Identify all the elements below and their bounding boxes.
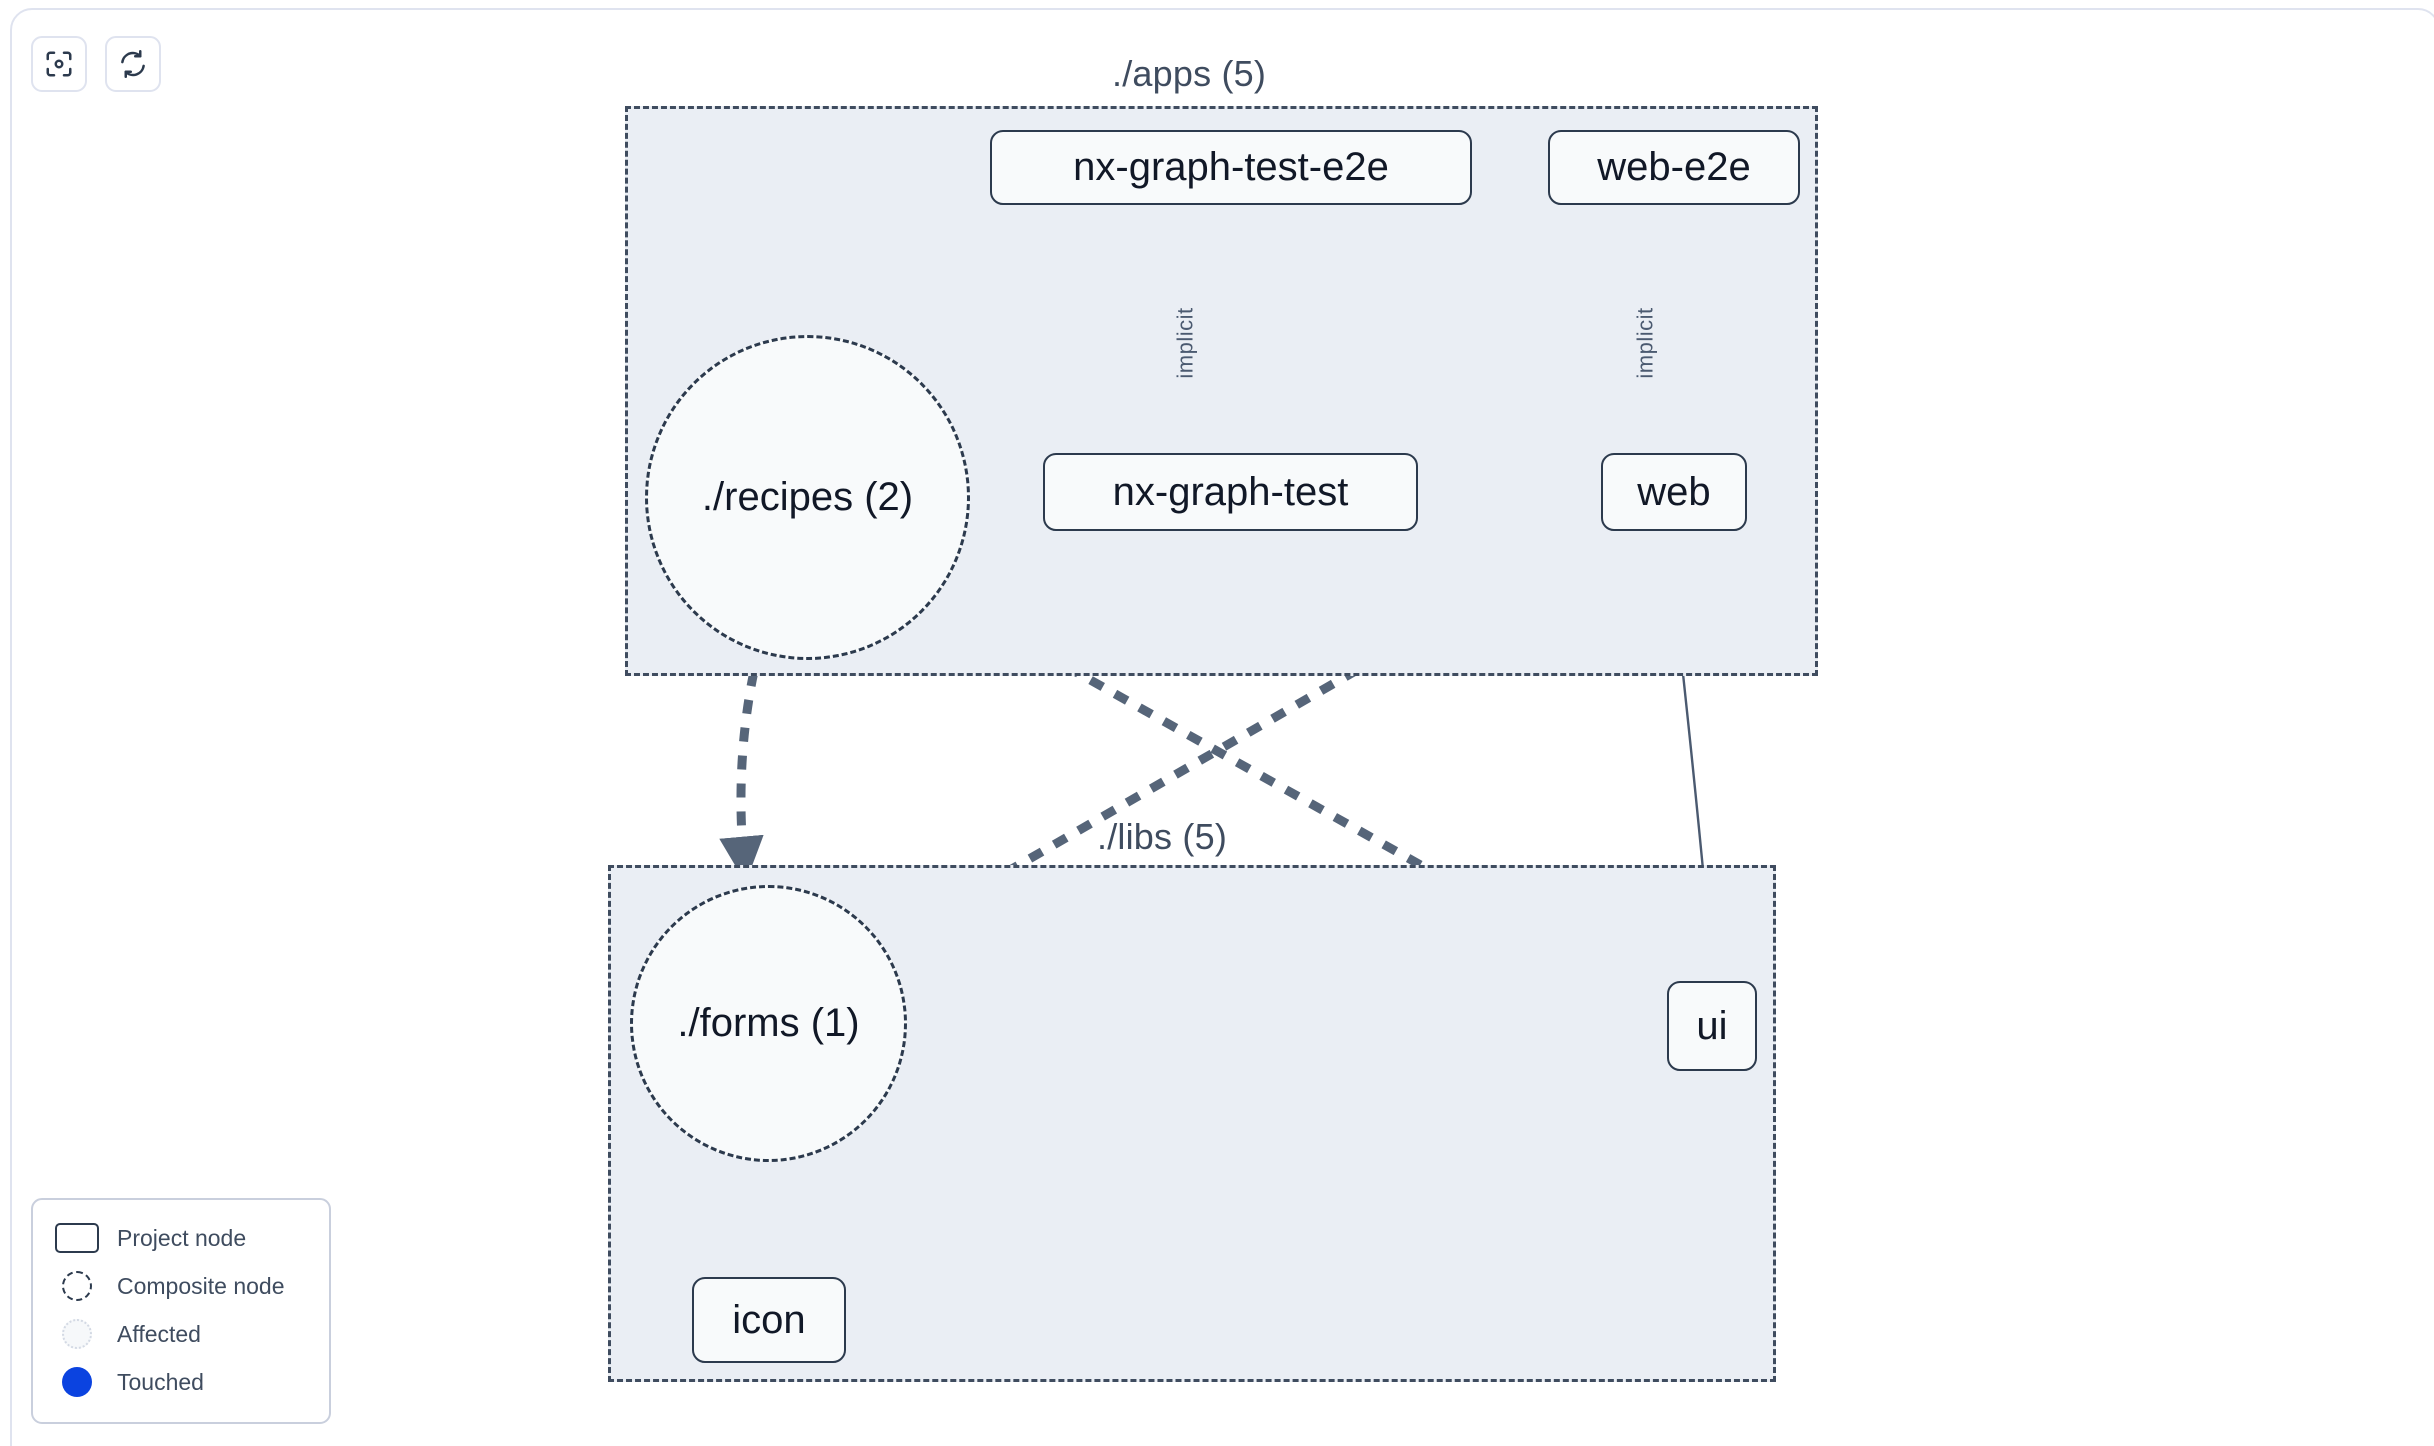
node-web[interactable]: web xyxy=(1601,453,1747,531)
group-label-libs: ./libs (5) xyxy=(1097,816,1228,857)
node-nx-graph-test-e2e[interactable]: nx-graph-test-e2e xyxy=(990,130,1472,205)
focus-graph-button[interactable] xyxy=(31,36,87,92)
edge-recipes-to-ui xyxy=(941,594,1656,997)
legend-item-composite-node: Composite node xyxy=(51,1262,311,1310)
legend-item-project-node: Project node xyxy=(51,1214,311,1262)
edge-recipes-to-forms xyxy=(719,643,765,884)
legend-label: Touched xyxy=(117,1368,204,1395)
node-forms-composite[interactable]: ./forms (1) xyxy=(630,885,907,1162)
legend-label: Affected xyxy=(117,1320,201,1347)
refresh-icon xyxy=(118,49,148,79)
affected-swatch xyxy=(51,1319,103,1349)
legend-item-affected: Affected xyxy=(51,1310,311,1358)
focus-target-icon xyxy=(44,49,74,79)
project-node-swatch xyxy=(51,1223,103,1253)
composite-node-swatch xyxy=(51,1271,103,1301)
node-icon[interactable]: icon xyxy=(692,1277,846,1363)
node-nx-graph-test[interactable]: nx-graph-test xyxy=(1043,453,1418,531)
node-web-e2e[interactable]: web-e2e xyxy=(1548,130,1800,205)
node-recipes-composite[interactable]: ./recipes (2) xyxy=(645,335,970,660)
node-ui[interactable]: ui xyxy=(1667,981,1757,1071)
legend-label: Composite node xyxy=(117,1272,285,1299)
refresh-graph-button[interactable] xyxy=(105,36,161,92)
group-label-apps: ./apps (5) xyxy=(1112,53,1267,94)
edge-web-to-forms xyxy=(890,526,1603,940)
graph-toolbar xyxy=(31,36,161,92)
graph-legend: Project node Composite node Affected Tou… xyxy=(31,1198,331,1424)
legend-label: Project node xyxy=(117,1224,247,1251)
touched-swatch xyxy=(51,1367,103,1397)
legend-item-touched: Touched xyxy=(51,1358,311,1406)
